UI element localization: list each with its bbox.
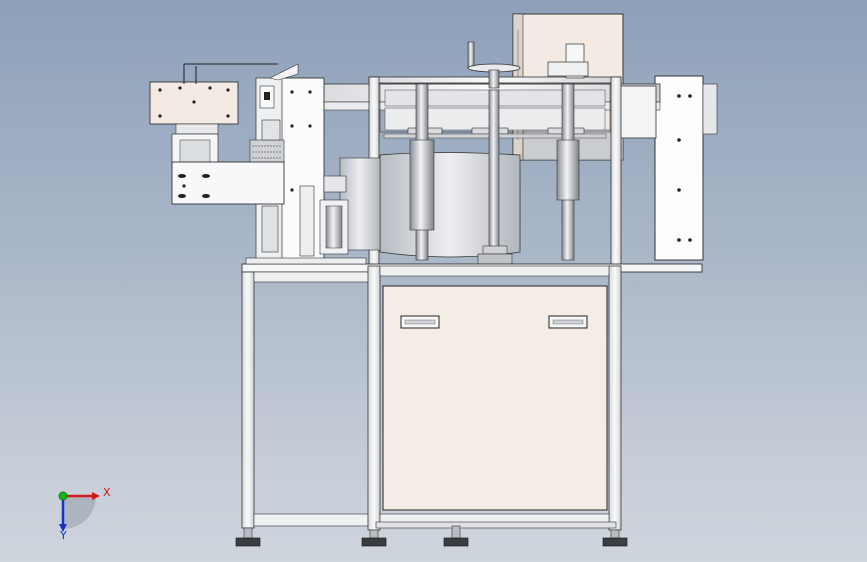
coordinate-triad [58,491,100,532]
horizontal-arm-plate [171,161,285,205]
left-upright-plate [279,77,349,265]
leveling-feet [235,525,628,547]
cabinet-door [382,285,608,511]
lower-frame [241,265,622,531]
axis-x-label: X [103,486,111,499]
top-turntable [467,41,589,89]
right-side-plate [654,75,718,261]
axis-y-label: Y [60,529,67,542]
cylinder-bracket [149,63,278,167]
vertical-columns [409,83,580,265]
